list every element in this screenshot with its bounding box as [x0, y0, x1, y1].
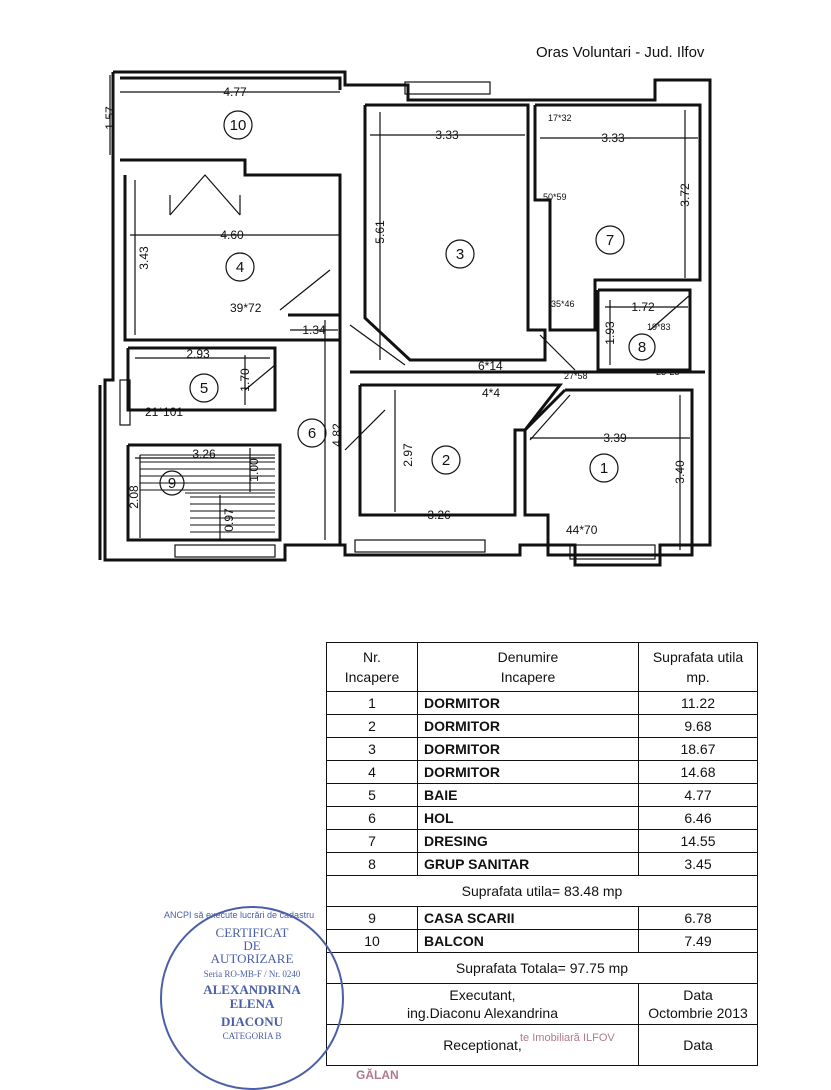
opening-label: 50*59 [543, 192, 567, 202]
dimension-label: 4.60 [220, 228, 244, 242]
dimension-label: 3.39 [603, 431, 627, 445]
opening-label: 35*46 [551, 299, 575, 309]
stamp-serie: Seria RO-MB-F / Nr. 0240 [203, 969, 301, 979]
stamp-line: AUTORIZARE [210, 951, 294, 966]
stamp-category: CATEGORIA B [222, 1031, 282, 1041]
plan-details [109, 75, 698, 560]
room-number: 7 [606, 232, 614, 249]
stamp-line: DE [243, 938, 261, 953]
date-cell-2: Data [638, 1024, 758, 1066]
dimension-label: 0.97 [222, 508, 236, 532]
room-number: 6 [308, 425, 316, 442]
executant-cell: Executant,ing.Diaconu Alexandrina [326, 983, 639, 1025]
dimension-label: 3.33 [435, 128, 459, 142]
room-number: 3 [456, 246, 464, 263]
room-number: 5 [200, 380, 208, 397]
dimension-label: 3.43 [137, 246, 151, 270]
room-number: 4 [236, 259, 244, 276]
opening-label: 6*14 [478, 359, 503, 373]
stamp-line: CERTIFICAT [215, 925, 289, 940]
opening-label: 23*25 [656, 367, 680, 377]
opening-label: 27*58 [564, 371, 588, 381]
room-number: 8 [638, 339, 646, 356]
dimension-label: 1.93 [603, 321, 617, 345]
dimension-label: 3.26 [192, 447, 216, 461]
dimension-label: 2.97 [401, 443, 415, 467]
location-header: Oras Voluntari - Jud. Ilfov [536, 44, 705, 61]
dimension-label: 5.61 [373, 220, 387, 244]
room-number: 1 [600, 460, 608, 477]
floor-plan: 10 4 3 7 8 5 6 2 1 9 4.77 1.57 3.33 3.33… [98, 70, 712, 567]
opening-label: 4*4 [482, 386, 500, 400]
room-number: 2 [442, 452, 450, 469]
util-total: Suprafata utila= 83.48 mp [326, 875, 758, 907]
dimension-label: 1.00 [247, 458, 261, 482]
opening-label: 19*83 [647, 322, 671, 332]
faint-stamp-text-2: GĂLAN [356, 1068, 399, 1082]
opening-label: 44*70 [566, 523, 598, 537]
stamp-name: ALEXANDRINA ELENA [203, 982, 301, 1011]
room-number: 9 [168, 475, 176, 492]
dimension-label: 3.40 [673, 460, 687, 484]
header-nr: Nr.Incapere [326, 642, 418, 692]
faint-stamp-text: te Imobiliară ILFOV [520, 1032, 615, 1044]
room-number: 10 [230, 117, 247, 134]
dimension-label: 2.08 [127, 485, 141, 509]
receptionat-cell: Receptionat, [326, 1024, 639, 1066]
dimension-label: 4.82 [330, 423, 344, 447]
plan-walls [98, 70, 712, 567]
dimension-label: 1.70 [238, 368, 252, 392]
opening-label: 21*101 [145, 405, 183, 419]
stamp-name: DIACONU [220, 1014, 284, 1029]
grand-total: Suprafata Totala= 97.75 mp [326, 952, 758, 984]
dimension-label: 3.26 [427, 508, 451, 522]
dimension-label: 3.72 [678, 183, 692, 207]
dimension-label: 2.93 [186, 347, 210, 361]
dimension-label: 3.33 [601, 131, 625, 145]
stamp-ring-text: ANCPI să execute lucrări de cadastru [164, 910, 315, 920]
opening-label: 39*72 [230, 301, 262, 315]
dimension-label: 1.57 [103, 106, 117, 130]
dimension-label: 4.77 [223, 85, 247, 99]
dimension-label: 1.72 [631, 300, 655, 314]
authorization-stamp: ANCPI să execute lucrări de cadastru CER… [160, 906, 344, 1090]
dimension-label: 1.34 [302, 323, 326, 337]
opening-label: 17*32 [548, 113, 572, 123]
room-markers [159, 110, 656, 496]
